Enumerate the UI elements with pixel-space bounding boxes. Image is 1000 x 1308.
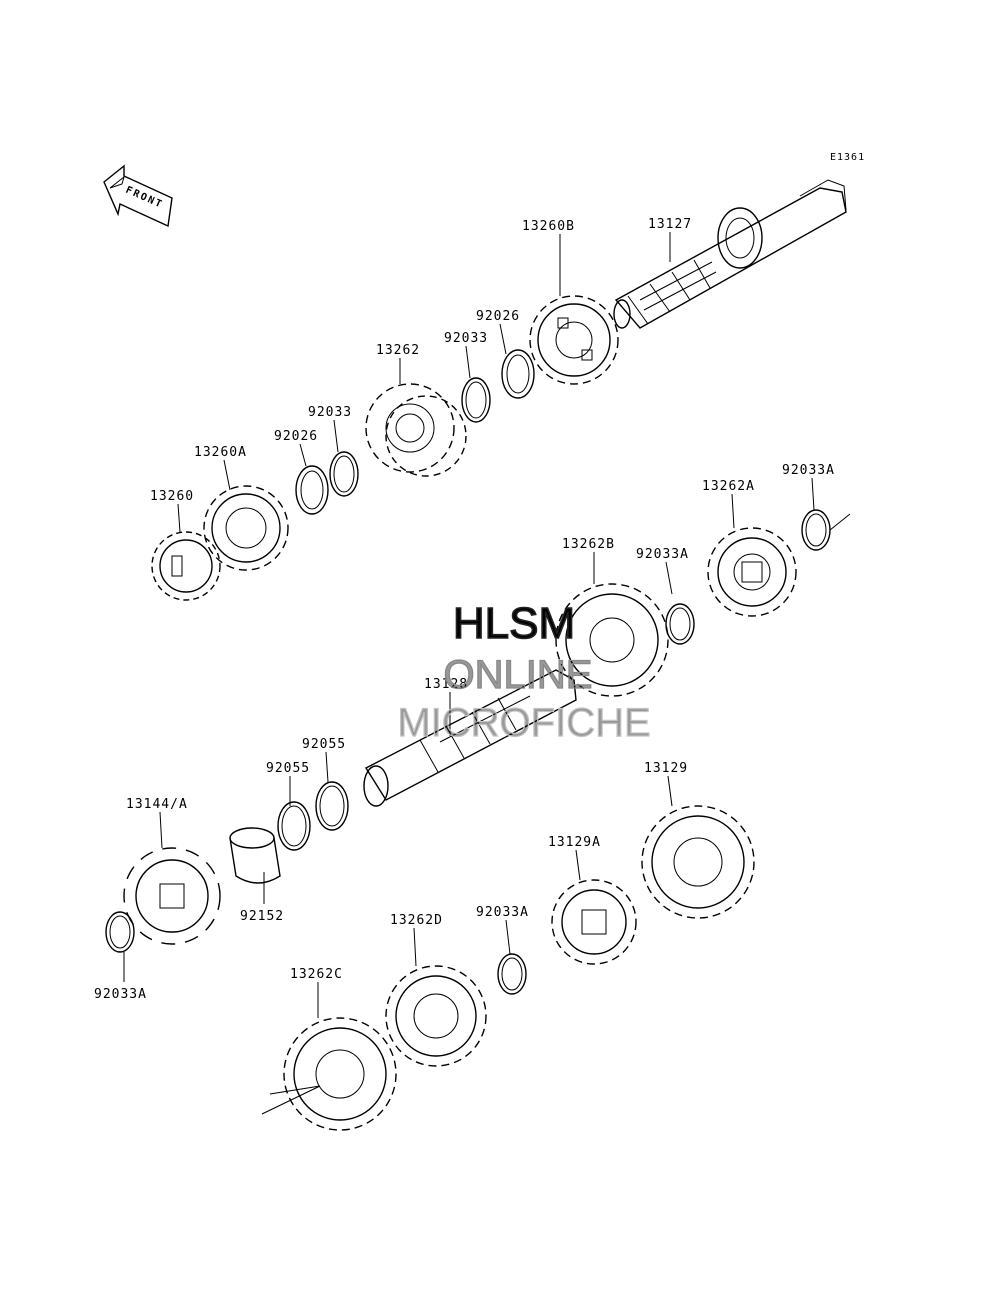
leader-lines xyxy=(123,232,815,1018)
label-92033A-middle[interactable]: 92033A xyxy=(636,547,689,562)
gear-13260[interactable] xyxy=(151,531,221,601)
label-13262A[interactable]: 13262A xyxy=(702,479,755,494)
gear-13262B[interactable] xyxy=(555,583,669,697)
watermark-line-3: MICROFICHE xyxy=(397,701,650,745)
watermark-line-2: ONLINE xyxy=(444,653,593,697)
o-ring-92055-upper[interactable] xyxy=(315,781,349,831)
label-92033-lower[interactable]: 92033 xyxy=(308,405,352,420)
label-13260A[interactable]: 13260A xyxy=(194,445,247,460)
label-92026-lower[interactable]: 92026 xyxy=(274,429,318,444)
diagram-code: E1361 xyxy=(830,152,865,163)
watermark-line-1: HLSM xyxy=(453,599,575,648)
output-shaft-13127[interactable] xyxy=(613,179,847,329)
gear-13129A[interactable] xyxy=(551,879,637,965)
circlip-92033A-middle[interactable] xyxy=(665,603,695,645)
circlip-92033A-left[interactable] xyxy=(105,911,135,953)
front-arrow-icon: FRONT xyxy=(103,164,173,228)
label-13262[interactable]: 13262 xyxy=(376,343,420,358)
label-92033-upper[interactable]: 92033 xyxy=(444,331,488,346)
label-92033A-lower[interactable]: 92033A xyxy=(476,905,529,920)
label-92055-lower[interactable]: 92055 xyxy=(266,761,310,776)
gear-13262A[interactable] xyxy=(707,527,797,617)
label-13127[interactable]: 13127 xyxy=(648,217,692,232)
gear-13129[interactable] xyxy=(641,805,755,919)
label-92033A-left[interactable]: 92033A xyxy=(94,987,147,1002)
watermark: HLSM ONLINE MICROFICHE xyxy=(397,598,652,745)
label-92055-upper[interactable]: 92055 xyxy=(302,737,346,752)
drive-shaft-13128[interactable] xyxy=(363,669,577,807)
label-13260B[interactable]: 13260B xyxy=(522,219,575,234)
sprocket-13144-A[interactable] xyxy=(123,847,221,945)
label-13262D[interactable]: 13262D xyxy=(390,913,443,928)
gear-13262D[interactable] xyxy=(385,965,487,1067)
circlip-92033A-right[interactable] xyxy=(801,509,851,551)
label-13129A[interactable]: 13129A xyxy=(548,835,601,850)
gear-13260A[interactable] xyxy=(203,485,289,571)
collar-92152[interactable] xyxy=(229,827,281,884)
label-92152[interactable]: 92152 xyxy=(240,909,284,924)
label-13144-A[interactable]: 13144/A xyxy=(126,797,188,812)
label-92026-upper[interactable]: 92026 xyxy=(476,309,520,324)
label-13129[interactable]: 13129 xyxy=(644,761,688,776)
o-ring-92055-lower[interactable] xyxy=(277,801,311,851)
gear-13260B[interactable] xyxy=(529,295,619,385)
label-13262B[interactable]: 13262B xyxy=(562,537,615,552)
gear-13262[interactable] xyxy=(365,383,467,477)
label-13128[interactable]: 13128 xyxy=(424,677,468,692)
label-13262C[interactable]: 13262C xyxy=(290,967,343,982)
circlip-92033-lower[interactable] xyxy=(329,451,359,497)
label-92033A-right[interactable]: 92033A xyxy=(782,463,835,478)
ring-92026-lower[interactable] xyxy=(295,465,329,515)
ring-92026-upper[interactable] xyxy=(501,349,535,399)
front-label: FRONT xyxy=(124,185,165,211)
label-13260[interactable]: 13260 xyxy=(150,489,194,504)
circlip-92033-upper[interactable] xyxy=(461,377,491,423)
circlip-92033A-lower[interactable] xyxy=(497,953,527,995)
part-labels: 13127 13260B 92026 92033 13262 92033 920… xyxy=(94,217,835,1002)
gear-13262C[interactable] xyxy=(261,1017,397,1131)
